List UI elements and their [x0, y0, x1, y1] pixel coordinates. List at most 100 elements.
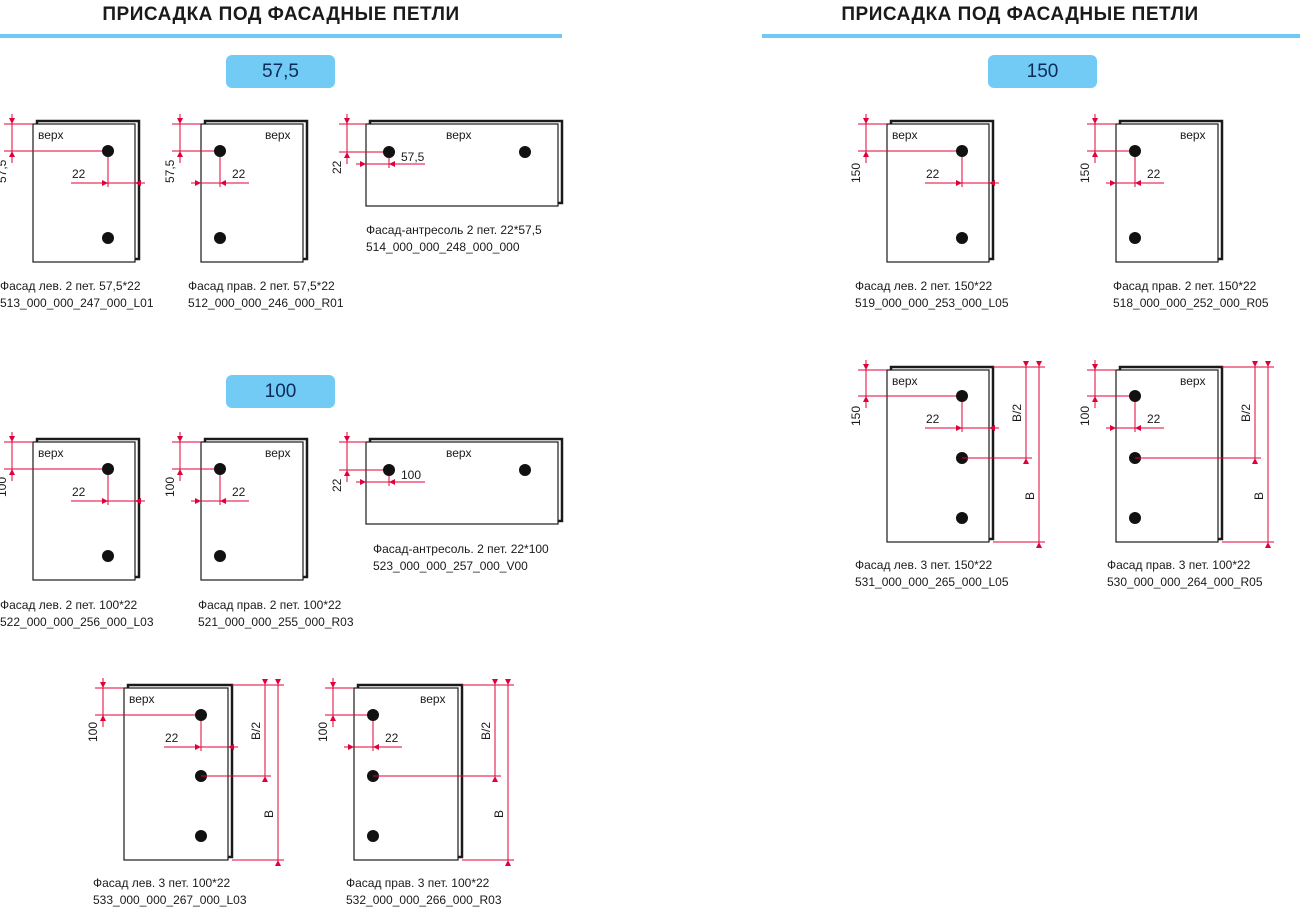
- edge-value: 22: [385, 731, 399, 745]
- offset-arrow-b: [389, 479, 395, 485]
- top-label: верх: [446, 446, 471, 460]
- offset-arrow-a: [360, 479, 366, 485]
- caption-code: 521_000_000_255_000_R03: [198, 615, 354, 629]
- right-header: ПРИСАДКА ПОД ФАСАДНЫЕ ПЕТЛИ: [762, 0, 1300, 40]
- offset-arrow-top: [100, 682, 106, 688]
- offset-value: 150: [1078, 163, 1092, 183]
- edge-arrow-a: [102, 498, 108, 504]
- height-arrow-top: [275, 679, 281, 685]
- hinge-hole-bottom: [195, 830, 207, 842]
- caption-575-left: Фасад лев. 2 пет. 57,5*22 513_000_000_24…: [0, 278, 154, 312]
- edge-value: 22: [330, 160, 344, 174]
- offset-arrow-bottom: [100, 715, 106, 721]
- caption-150-left-3: Фасад лев. 3 пет. 150*22 531_000_000_265…: [855, 557, 1009, 591]
- panel-outline: [123, 687, 229, 861]
- half-height-arrow-bottom: [1252, 458, 1258, 464]
- offset-arrow-top: [9, 436, 15, 442]
- caption-code: 518_000_000_252_000_R05: [1113, 296, 1269, 310]
- offset-arrow-bottom: [9, 469, 15, 475]
- caption-text: Фасад прав. 3 пет. 100*22: [346, 876, 490, 890]
- caption-text: Фасад лев. 2 пет. 100*22: [0, 598, 138, 612]
- edge-arrow-b: [220, 498, 226, 504]
- edge-arrow-a: [956, 180, 962, 186]
- caption-100-mezz: Фасад-антресоль. 2 пет. 22*100 523_000_0…: [373, 541, 549, 575]
- offset-arrow-top: [1092, 364, 1098, 370]
- caption-text: Фасад прав. 2 пет. 100*22: [198, 598, 342, 612]
- top-label: верх: [38, 128, 63, 142]
- edge-arrow-b: [373, 744, 379, 750]
- offset-arrow-bottom: [330, 715, 336, 721]
- hinge-hole-bottom: [1129, 232, 1141, 244]
- caption-575-right: Фасад прав. 2 пет. 57,5*22 512_000_000_2…: [188, 278, 344, 312]
- edge-value: 22: [232, 167, 246, 181]
- caption-text: Фасад лев. 3 пет. 150*22: [855, 558, 993, 572]
- half-height-label: В/2: [1010, 404, 1024, 422]
- height-label: В: [1023, 492, 1037, 500]
- half-height-arrow-top: [1252, 361, 1258, 367]
- caption-code: 519_000_000_253_000_L05: [855, 296, 1009, 310]
- top-label: верх: [420, 692, 445, 706]
- hinge-hole-bottom: [956, 512, 968, 524]
- height-label: В: [492, 810, 506, 818]
- edge-value: 22: [926, 167, 940, 181]
- panel-outline: [886, 123, 990, 263]
- caption-text: Фасад-антресоль. 2 пет. 22*100: [373, 542, 549, 556]
- edge-value: 22: [165, 731, 179, 745]
- caption-code: 522_000_000_256_000_L03: [0, 615, 154, 629]
- hinge-hole-top: [1129, 145, 1141, 157]
- offset-arrow-b: [389, 161, 395, 167]
- offset-arrow-top: [1092, 118, 1098, 124]
- hinge-hole-top: [956, 390, 968, 402]
- half-height-label: В/2: [479, 722, 493, 740]
- caption-code: 513_000_000_247_000_L01: [0, 296, 154, 310]
- offset-arrow-top: [9, 118, 15, 124]
- offset-arrow-bottom: [863, 151, 869, 157]
- panel-outline: [365, 123, 559, 207]
- caption-code: 514_000_000_248_000_000: [366, 240, 520, 254]
- section-pill-150: 150: [988, 55, 1097, 88]
- half-height-label: В/2: [249, 722, 263, 740]
- caption-575-mezz: Фасад-антресоль 2 пет. 22*57,5 514_000_0…: [366, 222, 542, 256]
- offset-arrow-bottom: [863, 396, 869, 402]
- caption-code: 512_000_000_246_000_R01: [188, 296, 344, 310]
- caption-150-right-3: Фасад прав. 3 пет. 100*22 530_000_000_26…: [1107, 557, 1263, 591]
- edge-value: 22: [1147, 412, 1161, 426]
- height-arrow-bottom: [275, 860, 281, 866]
- panel-outline: [886, 369, 990, 543]
- edge-arrow-b: [135, 180, 141, 186]
- panel-outline: [32, 123, 136, 263]
- top-label: верх: [265, 128, 290, 142]
- caption-text: Фасад прав. 2 пет. 57,5*22: [188, 279, 335, 293]
- edge-arrow-b: [989, 425, 995, 431]
- offset-arrow-bottom: [177, 151, 183, 157]
- hinge-hole-top: [956, 145, 968, 157]
- top-label: верх: [892, 374, 917, 388]
- hinge-hole-top: [214, 145, 226, 157]
- offset-value: 150: [849, 406, 863, 426]
- top-label: верх: [265, 446, 290, 460]
- offset-arrow-bottom: [177, 469, 183, 475]
- half-height-arrow-bottom: [492, 776, 498, 782]
- caption-text: Фасад лев. 2 пет. 57,5*22: [0, 279, 141, 293]
- height-arrow-top: [1036, 361, 1042, 367]
- hinge-hole-bottom: [102, 232, 114, 244]
- hinge-hole-right: [519, 464, 531, 476]
- left-header-underline: [0, 34, 562, 38]
- caption-150-left: Фасад лев. 2 пет. 150*22 519_000_000_253…: [855, 278, 1009, 312]
- edge-arrow-b: [228, 744, 234, 750]
- edge-arrow-a: [1110, 425, 1116, 431]
- caption-100-left: Фасад лев. 2 пет. 100*22 522_000_000_256…: [0, 597, 154, 631]
- offset-value: 100: [316, 722, 330, 742]
- hinge-hole-right: [519, 146, 531, 158]
- edge-arrow-b: [1135, 425, 1141, 431]
- edge-arrow-top: [344, 436, 350, 442]
- hinge-hole-left: [383, 464, 395, 476]
- height-label: В: [1252, 492, 1266, 500]
- edge-value: 22: [72, 485, 86, 499]
- edge-arrow-a: [1110, 180, 1116, 186]
- edge-arrow-a: [195, 744, 201, 750]
- offset-arrow-top: [177, 118, 183, 124]
- caption-text: Фасад-антресоль 2 пет. 22*57,5: [366, 223, 542, 237]
- hinge-hole-top: [102, 145, 114, 157]
- edge-arrow-a: [348, 744, 354, 750]
